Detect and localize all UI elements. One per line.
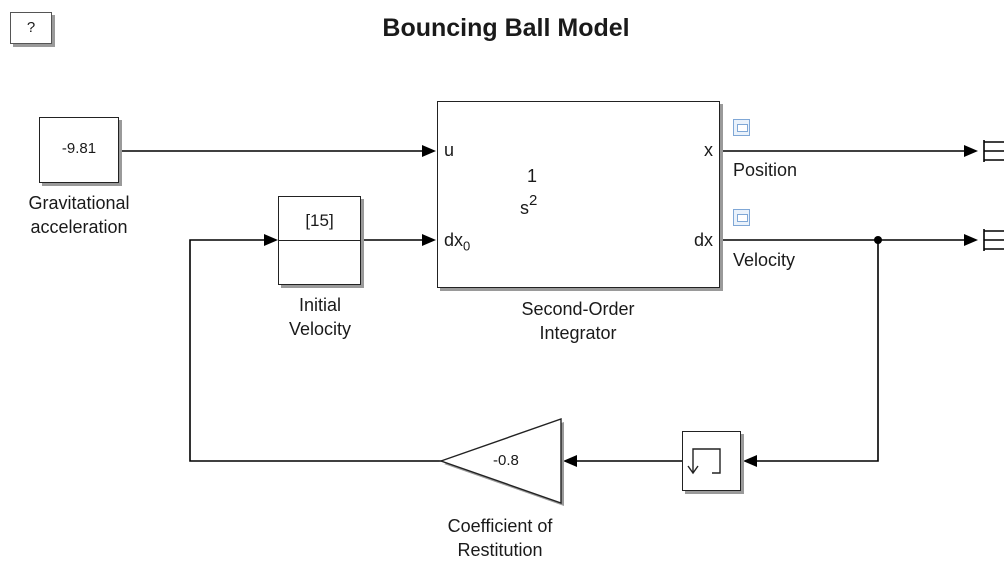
signal-velocity-branch[interactable]	[756, 240, 879, 462]
diagram-title: Bouncing Ball Model	[382, 14, 630, 42]
arrowhead	[264, 234, 278, 246]
arrowhead	[563, 455, 577, 467]
integrator-numerator: 1	[527, 166, 538, 186]
second-order-integrator-block[interactable]: u dx0 x dx 1 s2	[437, 101, 720, 288]
initial-velocity-value: [15]	[305, 211, 334, 230]
initial-velocity-label: Initial Velocity	[288, 295, 352, 339]
port-dx-label: dx	[693, 230, 713, 250]
integrator-denominator: s2	[520, 192, 538, 218]
position-viewer-icon[interactable]	[733, 119, 750, 136]
position-signal-label[interactable]: Position	[733, 160, 798, 180]
help-button[interactable]: ?	[10, 12, 52, 44]
reset-block[interactable]	[682, 431, 741, 491]
reset-icon	[687, 448, 721, 475]
gain-label: Coefficient of Restitution	[447, 516, 553, 560]
integrator-label: Second-Order Integrator	[521, 299, 635, 343]
arrowhead	[422, 234, 436, 246]
gain-value: -0.8	[493, 452, 519, 469]
arrowhead	[964, 145, 978, 157]
signal-gain-feedback[interactable]	[189, 239, 442, 462]
gravity-value: -9.81	[61, 140, 97, 157]
port-u-label: u	[444, 140, 455, 160]
port-x-label: x	[704, 140, 713, 160]
initial-velocity-block[interactable]: [15]	[278, 196, 361, 285]
output-port-position[interactable]	[983, 140, 1004, 162]
port-dx0-label: dx0	[444, 230, 471, 254]
arrowhead	[964, 234, 978, 246]
gain-block[interactable]	[438, 418, 562, 504]
branch-point	[874, 236, 882, 244]
velocity-signal-label[interactable]: Velocity	[733, 250, 796, 270]
output-port-velocity[interactable]	[983, 229, 1004, 251]
arrowhead	[743, 455, 757, 467]
gravity-label: Gravitational acceleration	[28, 193, 130, 237]
velocity-viewer-icon[interactable]	[733, 209, 750, 226]
gravity-constant-block[interactable]: -9.81	[39, 117, 119, 183]
arrowhead	[422, 145, 436, 157]
initial-velocity-divider	[279, 240, 360, 241]
